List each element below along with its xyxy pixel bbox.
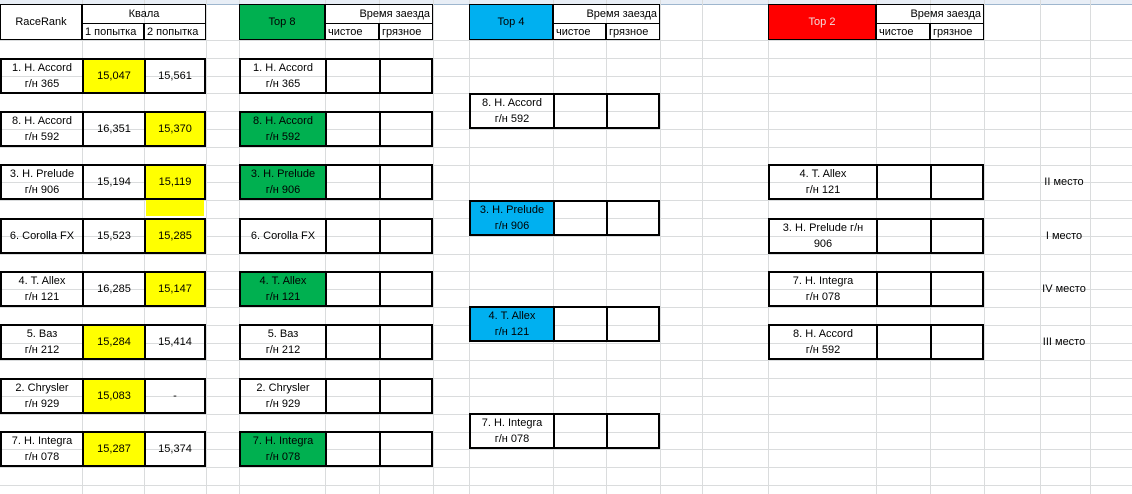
place-label: IV место [1042,283,1086,295]
top8-clean-time-cell[interactable] [325,218,381,254]
qual-driver-cell[interactable]: 8. H. Accord г/н 592 [0,111,84,147]
top4-clean-time-cell[interactable] [553,306,608,342]
qual-driver-cell[interactable]: 5. Ваз г/н 212 [0,324,84,360]
top8-dirty-time-cell[interactable] [379,378,433,414]
top8-dirty-time-cell[interactable] [379,218,433,254]
qual-attempt1-cell[interactable]: 15,194 [82,164,146,200]
qual-attempt2-cell[interactable]: 15,285 [144,218,206,254]
top8-driver-cell[interactable]: 5. Ваз г/н 212 [239,324,327,360]
top8-driver-cell[interactable]: 3. H. Prelude г/н 906 [239,164,327,200]
header-attempt-1[interactable]: 1 попытка [82,23,144,40]
qual-attempt2-cell[interactable]: - [144,378,206,414]
top8-clean-time-cell[interactable] [325,271,381,307]
qual-attempt1-cell[interactable]: 15,083 [82,378,146,414]
top8-clean-time-cell[interactable] [325,58,381,94]
header-attempt-2[interactable]: 2 попытка [144,23,206,40]
qual-driver-cell[interactable]: 7. H. Integra г/н 078 [0,431,84,467]
header-top2-dirty[interactable]: грязное [930,23,984,40]
qual-driver-cell[interactable]: 3. H. Prelude г/н 906 [0,164,84,200]
qual-attempt1-cell[interactable]: 15,047 [82,58,146,94]
top2-dirty-time-cell[interactable] [930,271,984,307]
qual-attempt2-cell[interactable]: 15,147 [144,271,206,307]
qual-attempt1-cell[interactable]: 16,351 [82,111,146,147]
top8-clean-time-cell[interactable] [325,164,381,200]
top2-driver-cell[interactable]: 3. H. Prelude г/н 906 [768,218,878,254]
qual-attempt2-cell[interactable]: 15,414 [144,324,206,360]
header-top8-dirty[interactable]: грязное [379,23,433,40]
top8-driver-cell[interactable]: 7. H. Integra г/н 078 [239,431,327,467]
top2-dirty-time-cell[interactable] [930,218,984,254]
top4-clean-time-cell[interactable] [553,200,608,236]
top8-driver-cell[interactable]: 6. Corolla FX [239,218,327,254]
qual-attempt2-cell[interactable]: 15,561 [144,58,206,94]
qual-driver-cell[interactable]: 6. Corolla FX [0,218,84,254]
header-top2-race-time[interactable]: Время заезда [876,4,984,24]
top2-driver-cell[interactable]: 7. H. Integra г/н 078 [768,271,878,307]
qual-attempt2-cell[interactable]: 15,119 [144,164,206,200]
place-label: II место [1044,176,1084,188]
top8-dirty-time-cell[interactable] [379,324,433,360]
header-top8-clean[interactable]: чистое [325,23,379,40]
top4-driver-cell[interactable]: 3. H. Prelude г/н 906 [469,200,555,236]
top8-driver-cell[interactable]: 2. Chrysler г/н 929 [239,378,327,414]
top4-dirty-time-cell[interactable] [606,93,660,129]
header-top4-race-time[interactable]: Время заезда [553,4,660,24]
top8-driver-cell[interactable]: 1. H. Accord г/н 365 [239,58,327,94]
top8-dirty-time-cell[interactable] [379,271,433,307]
top4-driver-cell[interactable]: 7. H. Integra г/н 078 [469,413,555,449]
header-top2[interactable]: Top 2 [768,4,876,40]
top8-dirty-time-cell[interactable] [379,431,433,467]
top4-driver-cell[interactable]: 4. T. Allex г/н 121 [469,306,555,342]
top2-dirty-time-cell[interactable] [930,164,984,200]
top2-clean-time-cell[interactable] [876,271,932,307]
header-top4[interactable]: Top 4 [469,4,553,40]
qual-attempt1-cell[interactable]: 15,284 [82,324,146,360]
header-race-rank[interactable]: RaceRank [0,4,82,40]
top2-clean-time-cell[interactable] [876,324,932,360]
qual-driver-cell[interactable]: 4. T. Allex г/н 121 [0,271,84,307]
top8-clean-time-cell[interactable] [325,378,381,414]
place-label: I место [1045,230,1083,242]
top4-clean-time-cell[interactable] [553,93,608,129]
top2-dirty-time-cell[interactable] [930,324,984,360]
top8-driver-cell[interactable]: 8. H. Accord г/н 592 [239,111,327,147]
top4-dirty-time-cell[interactable] [606,413,660,449]
header-kvala[interactable]: Квала [82,4,206,24]
qual-attempt1-cell[interactable]: 16,285 [82,271,146,307]
qual-attempt1-cell[interactable]: 15,523 [82,218,146,254]
top8-driver-cell[interactable]: 4. T. Allex г/н 121 [239,271,327,307]
top2-clean-time-cell[interactable] [876,164,932,200]
top2-clean-time-cell[interactable] [876,218,932,254]
qual-driver-cell[interactable]: 1. H. Accord г/н 365 [0,58,84,94]
header-top2-clean[interactable]: чистое [876,23,930,40]
qual-attempt2-cell[interactable]: 15,370 [144,111,206,147]
top2-driver-cell[interactable]: 8. H. Accord г/н 592 [768,324,878,360]
top8-clean-time-cell[interactable] [325,431,381,467]
top2-driver-cell[interactable]: 4. T. Allex г/н 121 [768,164,878,200]
place-label: III место [1042,336,1086,348]
qual-attempt1-cell[interactable]: 15,287 [82,431,146,467]
top4-dirty-time-cell[interactable] [606,200,660,236]
top8-clean-time-cell[interactable] [325,324,381,360]
top8-clean-time-cell[interactable] [325,111,381,147]
top4-clean-time-cell[interactable] [553,413,608,449]
top8-dirty-time-cell[interactable] [379,164,433,200]
header-top4-clean[interactable]: чистое [553,23,606,40]
top4-dirty-time-cell[interactable] [606,306,660,342]
header-top4-dirty[interactable]: грязное [606,23,660,40]
qual-attempt2-cell[interactable]: 15,374 [144,431,206,467]
header-top8[interactable]: Top 8 [239,4,325,40]
header-top8-race-time[interactable]: Время заезда [325,4,433,24]
top4-driver-cell[interactable]: 8. H. Accord г/н 592 [469,93,555,129]
top8-dirty-time-cell[interactable] [379,111,433,147]
qual-highlight-strip [146,200,204,216]
top8-dirty-time-cell[interactable] [379,58,433,94]
qual-driver-cell[interactable]: 2. Chrysler г/н 929 [0,378,84,414]
